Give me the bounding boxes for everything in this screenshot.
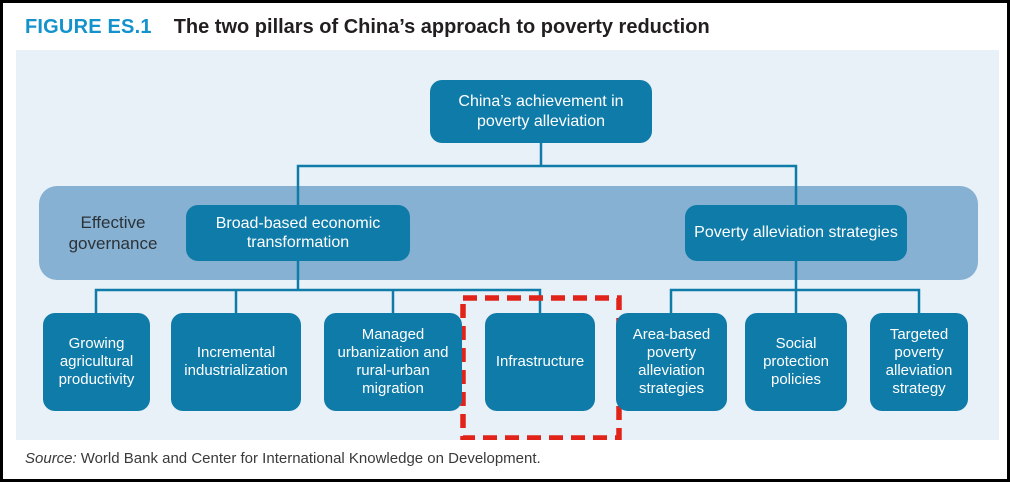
band-label: Effective governance	[68, 212, 158, 253]
node-managed-urbanization-migration: Managed urbanization and rural-urban mig…	[324, 313, 462, 411]
node-root-achievement: China’s achievement in poverty alleviati…	[430, 80, 652, 143]
node-pillar-economic-transformation: Broad-based economic transformation	[186, 205, 410, 261]
node-social-protection-policies: Social protection policies	[745, 313, 847, 411]
source-text: World Bank and Center for International …	[80, 450, 541, 467]
source-prefix: Source:	[25, 450, 77, 467]
node-incremental-industrialization: Incremental industrialization	[171, 313, 301, 411]
figure-title: The two pillars of China’s approach to p…	[173, 16, 710, 38]
source-note: Source:World Bank and Center for Interna…	[25, 450, 541, 467]
node-area-based-strategies: Area-based poverty alleviation strategie…	[616, 313, 727, 411]
connector-path	[94, 143, 921, 313]
figure-heading: FIGURE ES.1 The two pillars of China’s a…	[25, 16, 710, 39]
node-infrastructure: Infrastructure	[485, 313, 595, 411]
node-targeted-strategy: Targeted poverty alleviation strategy	[870, 313, 968, 411]
node-pillar-poverty-strategies: Poverty alleviation strategies	[685, 205, 907, 261]
diagram-panel: Effective governance China’s achievement…	[16, 50, 999, 440]
figure-label: FIGURE ES.1	[25, 16, 152, 38]
node-growing-agricultural-productivity: Growing agricultural productivity	[43, 313, 150, 411]
